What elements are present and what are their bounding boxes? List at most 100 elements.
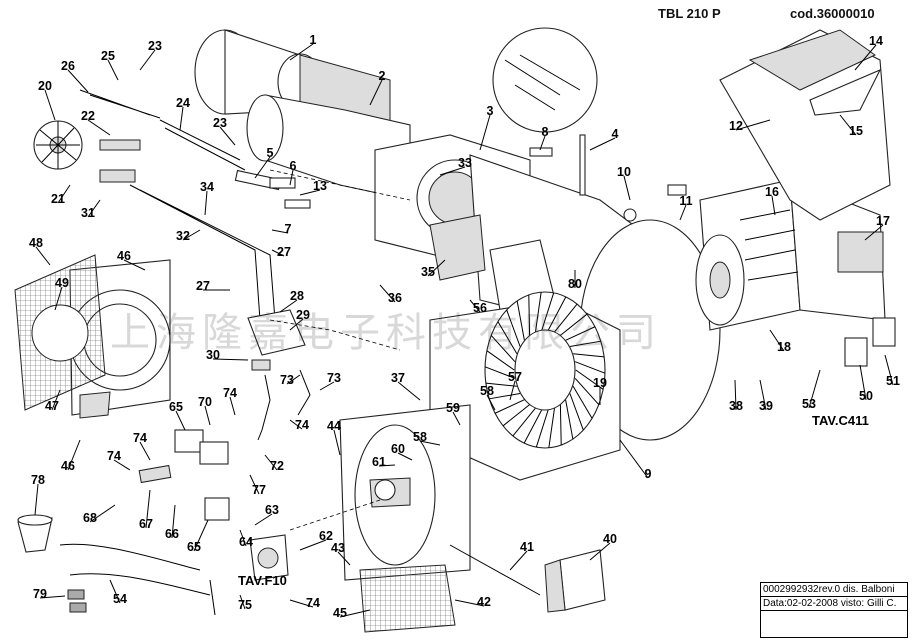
callout-11: 11 [679, 194, 692, 208]
callout-leader-60 [397, 452, 413, 461]
callout-leader-2 [369, 79, 383, 106]
stabilizer-disc [33, 120, 83, 170]
callout-leader-74 [113, 459, 131, 471]
callout-63: 63 [265, 503, 279, 517]
callout-25: 25 [101, 49, 115, 63]
callout-leader-64 [239, 529, 247, 547]
burner-cover [719, 29, 891, 221]
callout-leader-46 [123, 259, 146, 271]
callout-34: 34 [200, 180, 214, 194]
callout-leader-70 [204, 405, 211, 426]
small-screws [529, 134, 687, 222]
drawing-code: cod.36000010 [790, 6, 875, 21]
blank-line [761, 611, 907, 624]
callout-24: 24 [176, 96, 190, 110]
callout-45: 45 [333, 606, 347, 620]
callout-leader-30 [212, 358, 249, 361]
callout-29: 29 [296, 308, 310, 322]
callout-79: 79 [33, 587, 47, 601]
callout-leader-53 [808, 369, 821, 409]
callout-31: 31 [81, 206, 95, 220]
callout-13: 13 [313, 179, 327, 193]
callout-leader-50 [859, 364, 867, 401]
callout-leader-68 [89, 504, 116, 523]
watermark: 上海隆嘉电子科技有限公司 [110, 310, 662, 356]
callout-62: 62 [319, 529, 333, 543]
callout-leader-28 [279, 299, 298, 313]
callout-leader-24 [179, 106, 184, 131]
callout-leader-73 [319, 381, 335, 391]
callout-leader-78 [34, 483, 39, 516]
callout-74: 74 [295, 418, 309, 432]
oil-pipes [257, 369, 311, 441]
callout-72: 72 [270, 459, 284, 473]
callout-2: 2 [379, 69, 386, 83]
table-reference-label: TAV.F10 [238, 573, 287, 588]
callout-leader-41 [509, 550, 528, 571]
callout-42: 42 [477, 595, 491, 609]
hose-fittings [67, 589, 87, 613]
callout-23: 23 [148, 39, 162, 53]
callout-leader-16 [771, 195, 776, 216]
callout-leader-67 [145, 489, 151, 529]
callout-leader-3 [479, 114, 491, 151]
callout-leader-72 [264, 454, 278, 471]
callout-leader-22 [87, 119, 111, 136]
callout-leader-15 [839, 114, 857, 136]
callout-leader-40 [589, 542, 611, 561]
callout-leader-36 [379, 284, 396, 303]
flange-gasket [14, 254, 106, 411]
oil-hoses [59, 543, 216, 616]
callout-43: 43 [331, 541, 345, 555]
callout-7: 7 [285, 222, 292, 236]
callout-58: 58 [480, 384, 494, 398]
callout-64: 64 [239, 535, 253, 549]
callout-leader-42 [454, 599, 485, 607]
electrode-group [79, 89, 276, 321]
callout-leader-57 [509, 380, 516, 401]
control-box [837, 231, 896, 367]
callout-leader-66 [171, 504, 176, 539]
callout-leader-48 [35, 246, 51, 266]
callout-leader-35 [427, 259, 446, 277]
callout-leader-75 [239, 594, 246, 610]
callout-23: 23 [213, 116, 227, 130]
callout-leader-39 [759, 379, 767, 411]
callout-33: 33 [458, 156, 472, 170]
callout-46: 46 [61, 459, 75, 473]
callout-leader-4 [589, 137, 616, 151]
callout-leader-9 [619, 439, 649, 479]
callout-73: 73 [280, 373, 294, 387]
callout-68: 68 [83, 511, 97, 525]
callout-20: 20 [38, 79, 52, 93]
callout-12: 12 [729, 119, 743, 133]
callout-49: 49 [55, 276, 69, 290]
callout-leader-63 [254, 513, 273, 526]
burner-body [339, 404, 471, 581]
callout-leader-29 [289, 318, 304, 331]
callout-leader-47 [51, 389, 61, 411]
detail-inset [492, 27, 598, 133]
callout-56: 56 [473, 301, 487, 315]
air-damper-rod [449, 544, 541, 596]
callout-leader-49 [54, 286, 63, 311]
callout-leader-61 [378, 464, 396, 467]
oil-pump [249, 534, 289, 581]
callout-3: 3 [487, 104, 494, 118]
callout-leader-58 [486, 394, 496, 411]
date-line: Data:02-02-2008 visto: Gilli C. [761, 597, 907, 611]
callout-leader-23 [219, 126, 236, 146]
callout-73: 73 [327, 371, 341, 385]
callout-58: 58 [413, 430, 427, 444]
callout-32: 32 [176, 229, 190, 243]
callout-10: 10 [617, 165, 631, 179]
callout-75: 75 [238, 598, 252, 612]
callout-leader-46 [67, 439, 81, 471]
callout-30: 30 [206, 348, 220, 362]
callout-54: 54 [113, 592, 127, 606]
callout-74: 74 [306, 596, 320, 610]
callout-leader-74 [229, 396, 236, 416]
callout-leader-74 [289, 419, 303, 430]
revision-box: 0002992932rev.0 dis. Balboni Data:02-02-… [760, 582, 908, 638]
